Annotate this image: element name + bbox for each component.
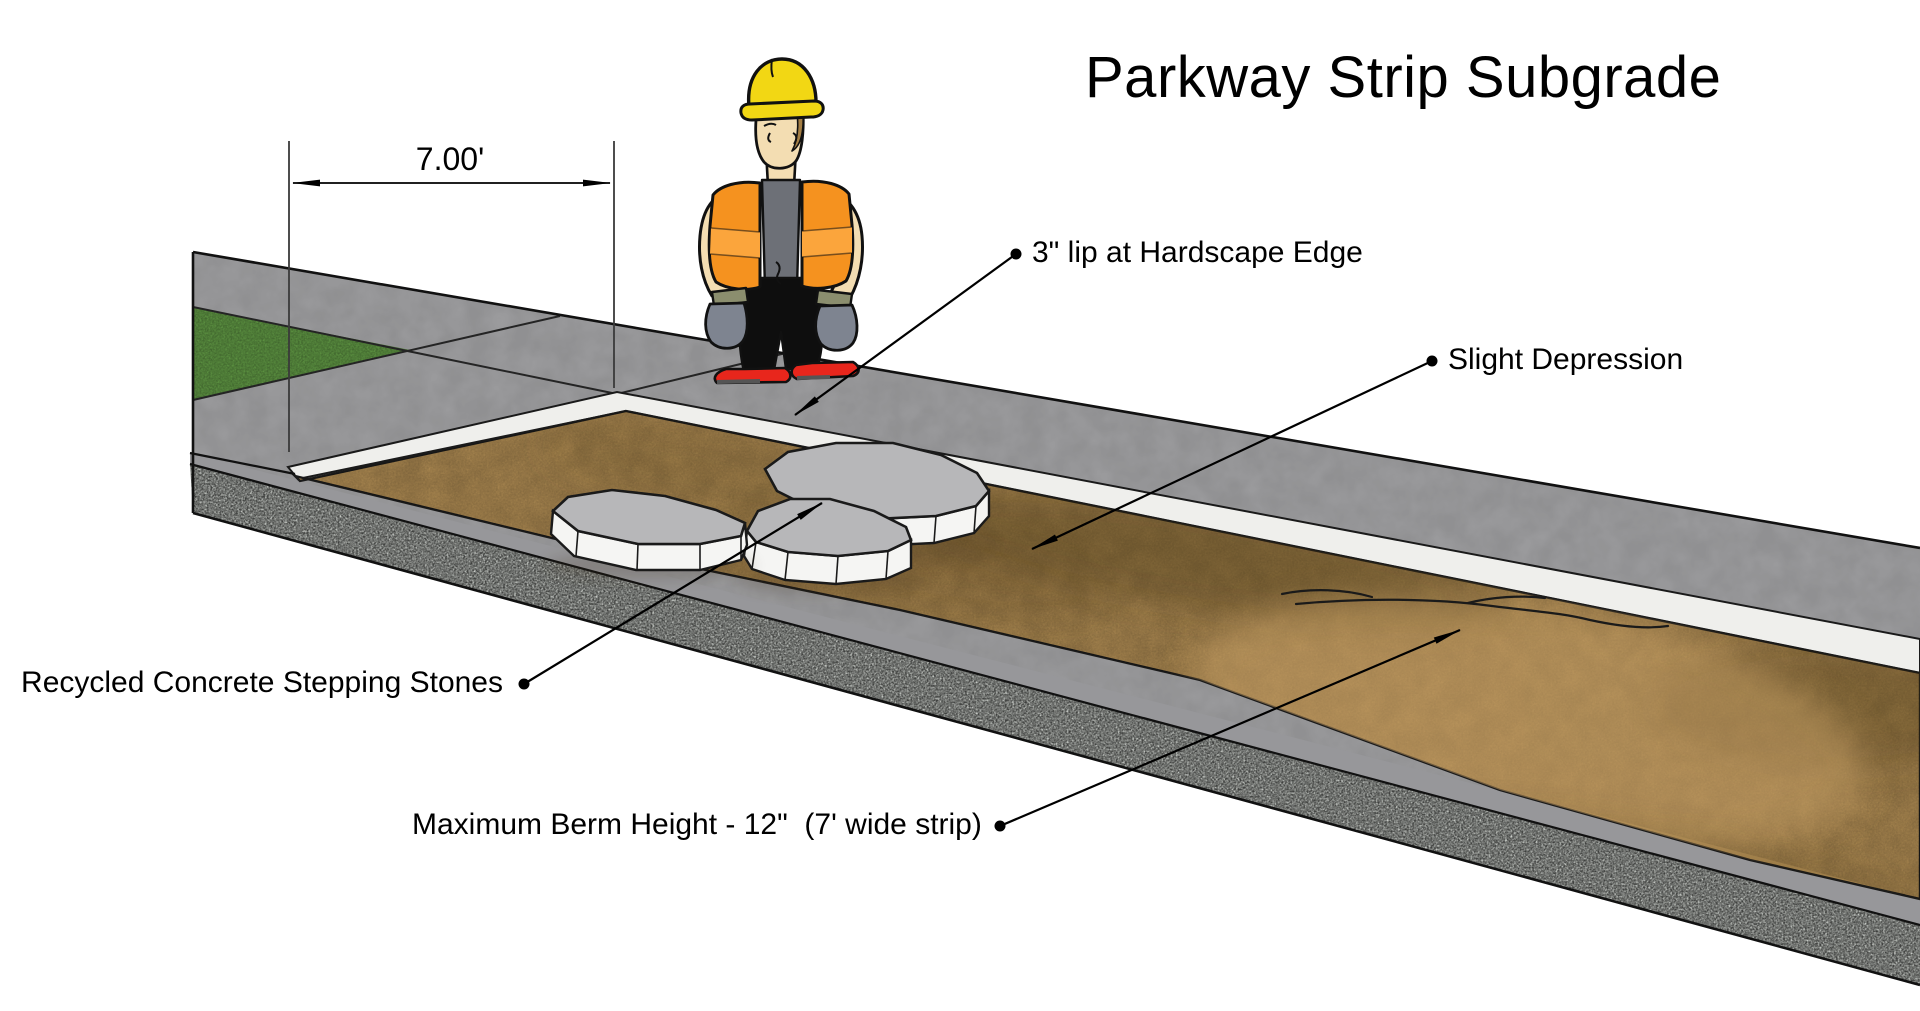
worker-shirt — [760, 178, 802, 291]
dimension-label: 7.00' — [415, 141, 485, 177]
bullet-depression — [1426, 355, 1438, 367]
diagram-title: Parkway Strip Subgrade — [1085, 45, 1722, 110]
annotation-lip: 3" lip at Hardscape Edge — [1032, 236, 1363, 269]
stepping-stone-middle — [735, 497, 925, 594]
leader-depression — [1031, 360, 1433, 550]
vest-zipper — [775, 261, 782, 285]
bullet-stones — [518, 678, 530, 690]
annotation-berm: Maximum Berm Height - 12" (7' wide strip… — [412, 808, 982, 841]
construction-worker — [698, 57, 864, 385]
leader-berm — [999, 628, 1461, 828]
annotation-depression: Slight Depression — [1448, 343, 1684, 376]
berm-crest-lines — [1280, 589, 1670, 629]
leader-bullets — [518, 248, 1438, 832]
bullet-lip — [1010, 248, 1022, 260]
worker-face-features — [763, 122, 798, 145]
scene-edges — [189, 250, 1920, 987]
leader-lip — [794, 253, 1017, 416]
worker-left-glove — [704, 286, 750, 350]
grass-strip — [193, 307, 410, 400]
worker-right-glove — [814, 288, 859, 352]
worker-left-shoe — [713, 366, 792, 385]
leader-lines — [523, 253, 1461, 828]
worker-hardhat-brim — [739, 99, 825, 122]
dimension-7ft — [288, 141, 615, 452]
bullet-berm — [994, 820, 1006, 832]
gutter-band — [190, 464, 1920, 985]
annotation-stones: Recycled Concrete Stepping Stones — [21, 666, 503, 699]
worker-hardhat-dome — [746, 57, 818, 109]
worker-right-shoe — [790, 360, 860, 381]
worker-hair — [791, 111, 804, 152]
leader-stones — [523, 502, 823, 685]
stepping-stone-left — [545, 488, 755, 579]
